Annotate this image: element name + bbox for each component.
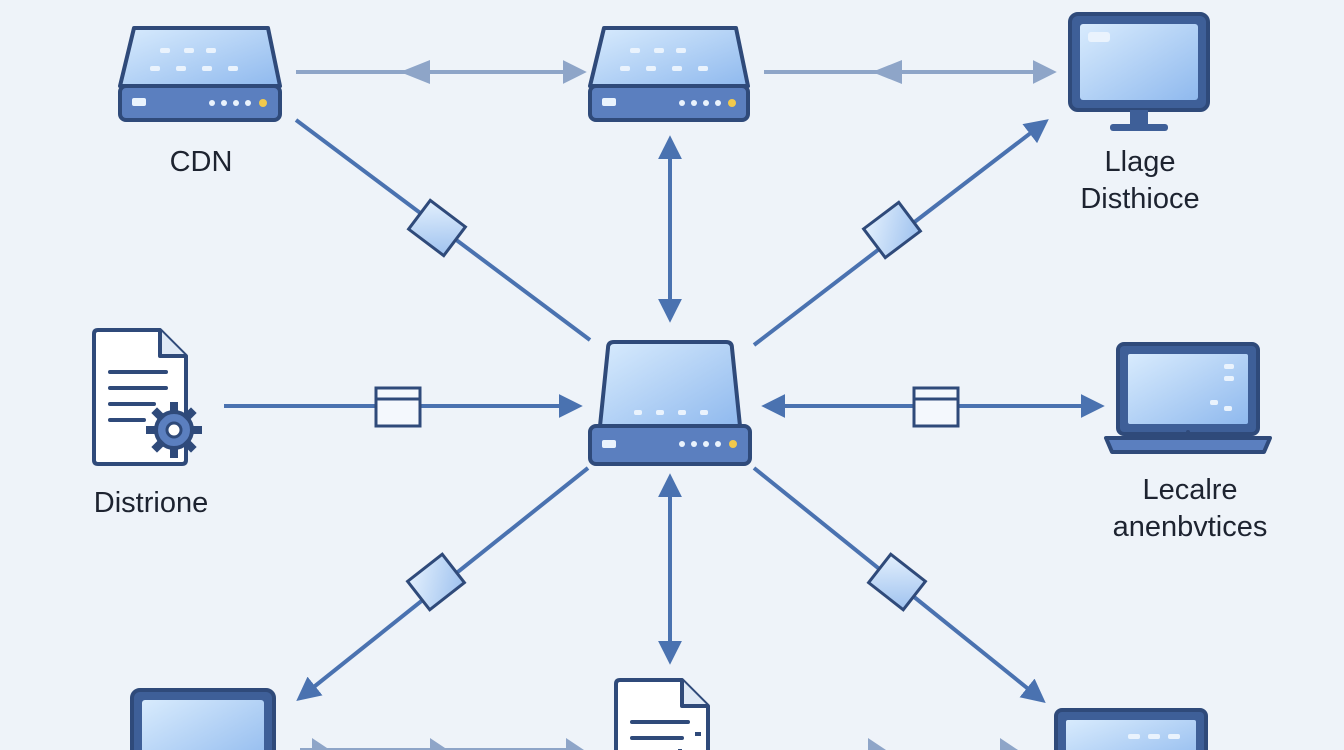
packet-chip [406, 198, 468, 258]
label-cdn: CDN [169, 146, 233, 178]
link-hub-bottomleft [296, 466, 590, 701]
label-right-line2: anenbvtices [1112, 511, 1268, 543]
label-left: Distrione [93, 487, 209, 519]
label-top-right-line2: Disthioce [1080, 183, 1200, 215]
link-hub-bottomright [752, 466, 1046, 704]
packet-envelope [912, 386, 960, 428]
link-hub-laptop [761, 386, 1105, 428]
connections [224, 60, 1105, 750]
monitor-icon [1068, 12, 1210, 131]
document-gear-icon [614, 678, 710, 750]
packet-envelope [374, 386, 422, 428]
central-hub-icon [588, 340, 752, 466]
document-gear-icon [92, 328, 202, 466]
router-icon [118, 26, 282, 122]
link-cdn-hub [294, 118, 592, 342]
packet-chip [405, 552, 467, 612]
link-bottom-row [300, 738, 1018, 750]
monitor-icon [130, 688, 276, 750]
laptop-icon [1054, 708, 1208, 750]
laptop-icon [1104, 342, 1272, 454]
link-hub-monitor [752, 119, 1049, 347]
link-document-hub [224, 386, 583, 428]
link-cdn-topmiddle [296, 60, 587, 84]
packet-chip [861, 200, 923, 260]
router-icon [588, 26, 750, 122]
label-top-right-line1: Llage [1104, 146, 1176, 178]
link-topmiddle-monitor [764, 60, 1057, 84]
label-right-line1: Lecalre [1142, 474, 1238, 506]
packet-chip [866, 552, 928, 612]
